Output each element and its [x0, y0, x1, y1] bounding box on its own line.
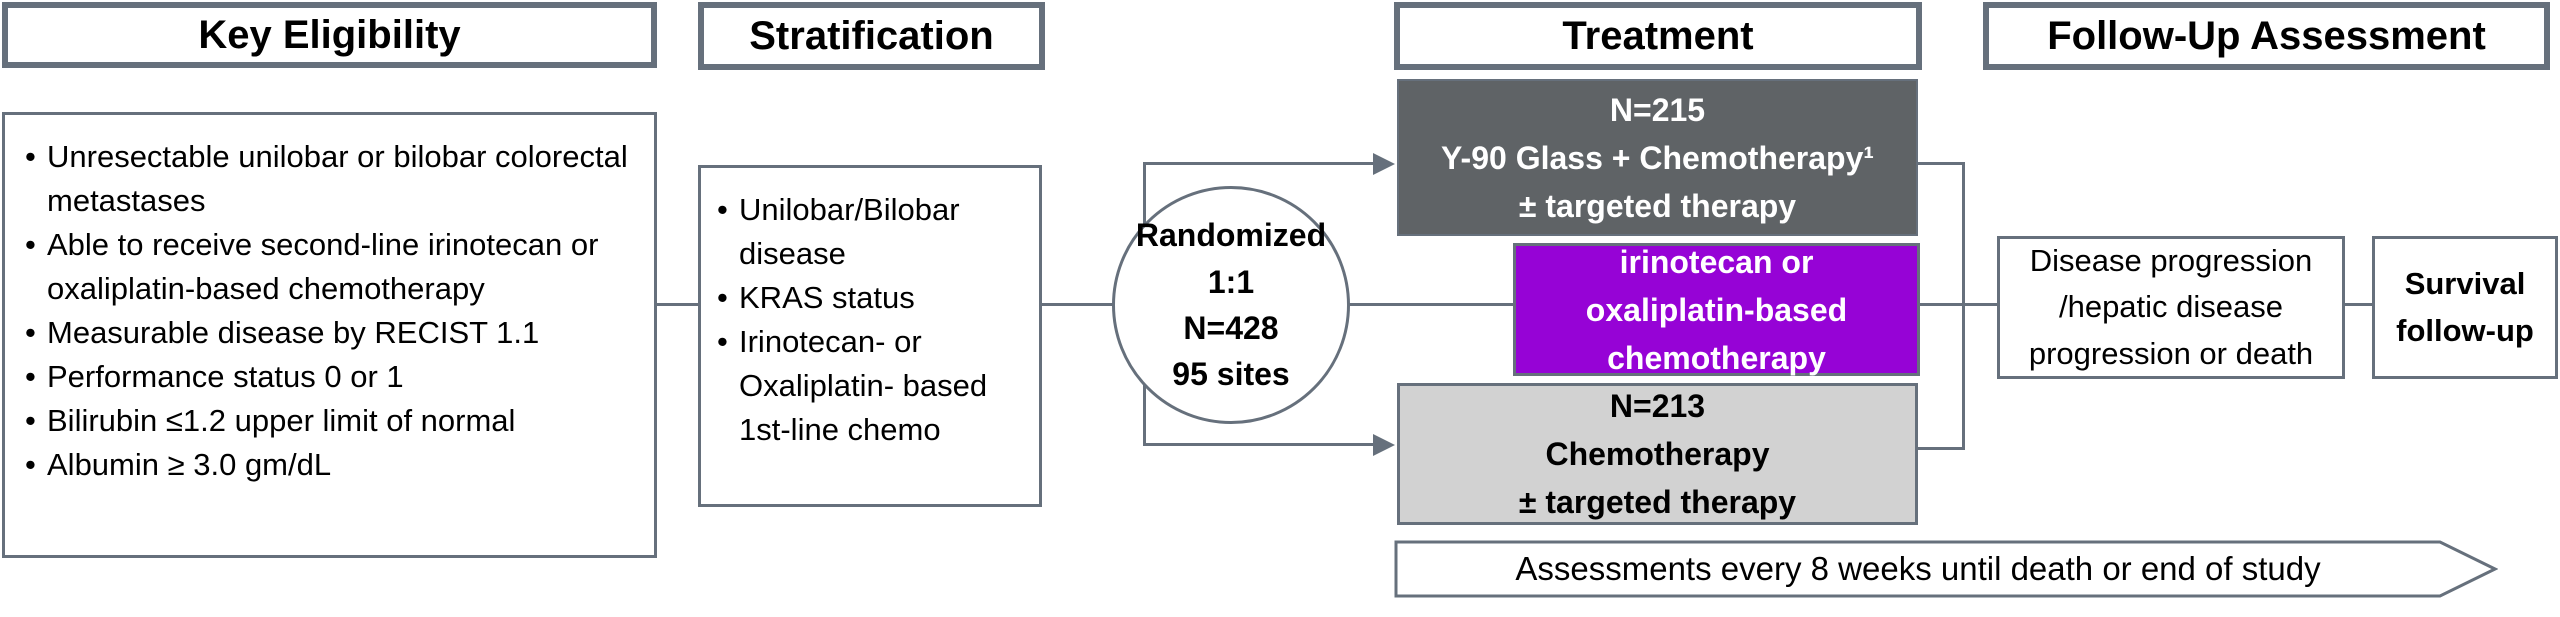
arm2-chemo-box: N=213 Chemotherapy ± targeted therapy: [1397, 383, 1918, 525]
progression-box: Disease progression /hepatic disease pro…: [1997, 236, 2345, 379]
branch-to-arm1-line: [1143, 162, 1373, 165]
randomization-circle: Randomized 1:1 N=428 95 sites: [1112, 186, 1350, 424]
assessments-banner-shape: [1394, 540, 2498, 598]
arm2-n: N=213: [1609, 388, 1706, 424]
randomization-n: N=428: [1183, 310, 1279, 346]
arm1-y90-box: N=215 Y-90 Glass + Chemotherapy¹ ± targe…: [1397, 79, 1918, 236]
connector-randomization-to-chemo: [1348, 303, 1515, 306]
stratification-item: Unilobar/Bilobar disease: [709, 188, 1031, 276]
eligibility-item: Unresectable unilobar or bilobar colorec…: [17, 135, 642, 223]
chemo-line2: oxaliplatin-based: [1585, 291, 1848, 328]
stratification-box: Unilobar/Bilobar disease KRAS status Iri…: [698, 165, 1042, 507]
arm1-to-bracket-line: [1916, 162, 1965, 165]
stratification-item: KRAS status: [709, 276, 1031, 320]
arm1-regimen: Y-90 Glass + Chemotherapy¹: [1440, 139, 1875, 176]
arm1-targeted: ± targeted therapy: [1518, 187, 1797, 224]
arm2-to-bracket-line: [1916, 447, 1965, 450]
survival-followup-box: Survival follow-up: [2372, 236, 2558, 379]
connector-stratification-to-randomization: [1040, 303, 1114, 306]
chemo-backbone-box: irinotecan or oxaliplatin-based chemothe…: [1513, 243, 1920, 376]
followup-assessment-header: Follow-Up Assessment: [1983, 2, 2550, 70]
key-eligibility-header: Key Eligibility: [2, 2, 657, 68]
assessments-banner: Assessments every 8 weeks until death or…: [1394, 540, 2498, 598]
eligibility-item: Albumin ≥ 3.0 gm/dL: [17, 443, 642, 487]
arm1-arrowhead: [1373, 153, 1395, 175]
eligibility-item: Measurable disease by RECIST 1.1: [17, 311, 642, 355]
stratification-list: Unilobar/Bilobar disease KRAS status Iri…: [709, 188, 1031, 452]
arm1-n: N=215: [1609, 91, 1706, 128]
stratification-header: Stratification: [698, 2, 1045, 70]
eligibility-item: Able to receive second-line irinotecan o…: [17, 223, 642, 311]
chemo-line3: chemotherapy: [1607, 339, 1826, 376]
branch-to-arm2-line: [1143, 443, 1373, 446]
eligibility-criteria-box: Unresectable unilobar or bilobar colorec…: [2, 112, 657, 558]
randomization-sites: 95 sites: [1172, 356, 1290, 393]
eligibility-item: Bilirubin ≤1.2 upper limit of normal: [17, 399, 642, 443]
stratification-item: Irinotecan- or Oxaliplatin- based 1st-li…: [709, 320, 1031, 452]
eligibility-item: Performance status 0 or 1: [17, 355, 642, 399]
assessments-banner-label: Assessments every 8 weeks until death or…: [1515, 550, 2321, 587]
connector-eligibility-to-stratification: [655, 303, 700, 306]
connector-chemo-to-progression: [1918, 303, 1999, 306]
arm2-arrowhead: [1373, 434, 1395, 456]
arm2-targeted: ± targeted therapy: [1518, 484, 1797, 520]
treatment-header: Treatment: [1394, 2, 1922, 70]
arm2-regimen: Chemotherapy: [1545, 436, 1770, 472]
eligibility-criteria-list: Unresectable unilobar or bilobar colorec…: [17, 135, 642, 487]
randomization-ratio: Randomized 1:1: [1135, 217, 1327, 300]
chemo-line1: irinotecan or: [1619, 243, 1814, 280]
connector-progression-to-survival: [2345, 303, 2374, 306]
treatment-bracket-line: [1962, 162, 1965, 450]
